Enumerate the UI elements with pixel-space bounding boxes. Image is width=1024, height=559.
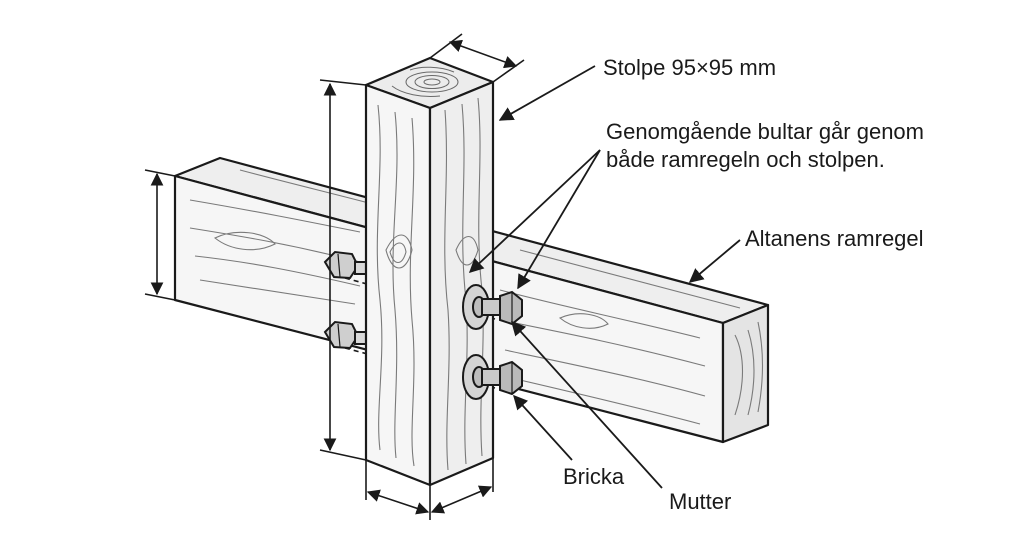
post-wood-grain [376,97,484,471]
post-left-face [364,83,432,487]
dimension-lines [144,33,525,520]
label-frame-beam: Altanens ramregel [745,226,924,251]
post [364,56,495,487]
leader-bolts-1 [468,149,601,273]
nut-lower [481,360,523,396]
nut-upper [481,290,523,326]
label-nut: Mutter [669,489,732,514]
label-through-bolts-line2: både ramregeln och stolpen. [606,147,885,172]
beam-end-face [721,303,770,444]
leader-beam [688,239,741,283]
label-through-bolts-line1: Genomgående bultar går genom [606,119,924,144]
leader-washer [513,394,573,461]
leader-lines [468,65,741,489]
leader-nut [511,320,663,489]
post-right-face [428,80,495,487]
label-post: Stolpe 95×95 mm [603,55,777,80]
leader-post [498,65,596,121]
label-washer: Bricka [563,464,625,489]
label-through-bolts: Genomgående bultar går genom både ramreg… [606,118,924,174]
post-end-grain [391,66,459,97]
leader-bolts-2 [517,149,601,290]
